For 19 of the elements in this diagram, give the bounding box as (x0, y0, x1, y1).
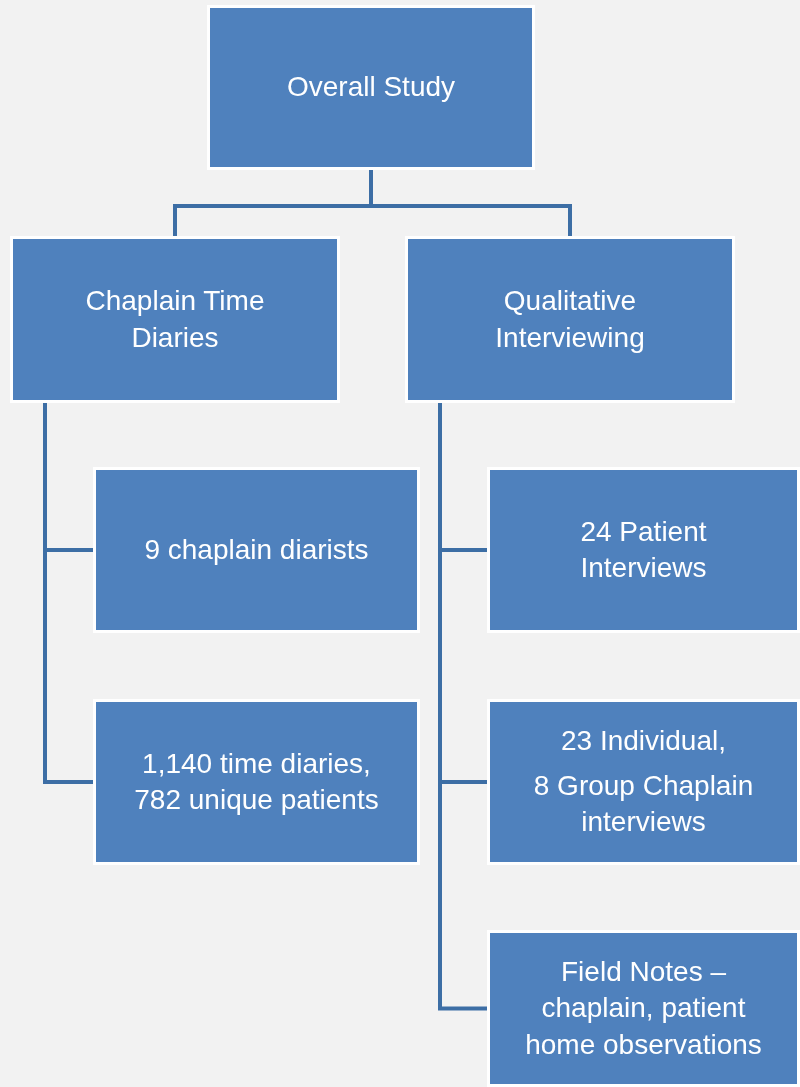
process-box (207, 5, 535, 170)
box-label: 1,140 time diaries, 782 unique patients (133, 746, 380, 817)
box-label: 23 Individual, (561, 724, 726, 759)
process-box (487, 467, 800, 633)
box-label: 24 Patient Interviews (579, 514, 708, 585)
process-box (93, 699, 420, 865)
box-label: Chaplain Time Diaries (84, 284, 266, 355)
process-box (93, 467, 420, 633)
connector-line (43, 403, 93, 784)
connector-line (369, 170, 572, 236)
process-box (10, 236, 340, 403)
box-label: Overall Study (286, 70, 456, 105)
process-box (487, 699, 800, 865)
process-box (487, 930, 800, 1087)
box-label: Qualitative Interviewing (494, 284, 646, 355)
box-label: Field Notes – chaplain, patient home observations (524, 954, 763, 1062)
box-label: 8 Group Chaplain interviews (532, 768, 755, 840)
box-label: 9 chaplain diarists (144, 532, 369, 567)
process-box (405, 236, 735, 403)
